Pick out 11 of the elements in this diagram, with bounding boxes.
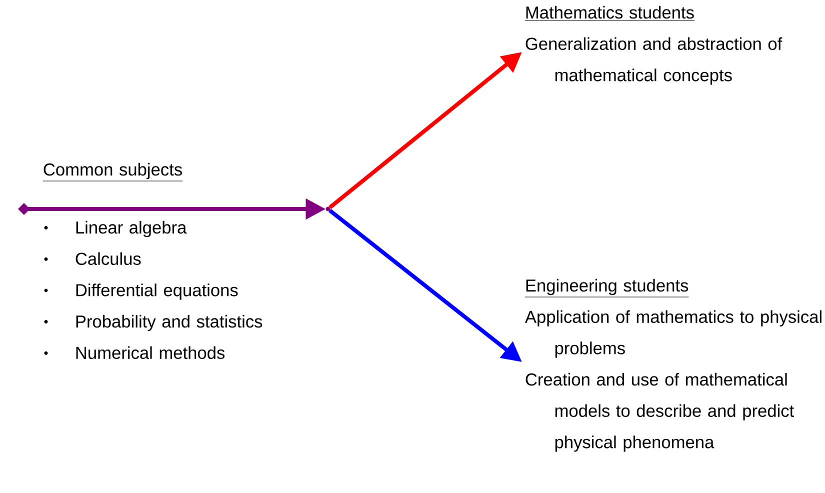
list-item: Numerical methods	[76, 346, 225, 359]
heading: Mathematics students	[524, 6, 695, 21]
description-text: Creation and use of mathematical models to describe and predict physical phenomena	[526, 372, 794, 452]
list-item: Calculus	[76, 252, 141, 265]
description-text: Generalization and abstraction of mathematical concepts	[526, 37, 782, 85]
list-item: Probability and statistics	[76, 314, 262, 332]
heading: Common subjects	[42, 162, 183, 182]
description-text: Application of mathematics to physical problems	[524, 310, 822, 358]
heading: Engineering students	[524, 278, 690, 298]
list-item: Linear algebra	[76, 220, 187, 238]
list-item: Differential equations	[76, 284, 238, 300]
